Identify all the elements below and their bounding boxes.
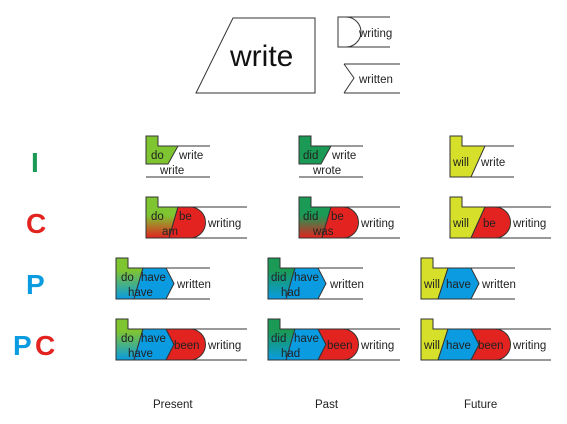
result-word: have (128, 287, 153, 299)
column-label-past: Past (315, 399, 339, 411)
verb-word: writing (360, 340, 394, 352)
verb-word: writing (207, 218, 241, 230)
verb-word: written (481, 279, 516, 291)
been-word: been (174, 340, 200, 352)
continuous-form-label: writing (358, 28, 392, 40)
cell-perfect-continuous-future: will have been writing (420, 318, 551, 361)
result-word: wrote (312, 165, 341, 177)
been-word: been (478, 340, 504, 352)
aux-word: will (423, 279, 440, 291)
row-label-perfect-continuous-c: C (35, 330, 55, 361)
have-word: have (141, 333, 166, 345)
aux-word: did (271, 272, 286, 284)
been-word: been (327, 340, 353, 352)
cell-perfect-continuous-present: do have have been writing (115, 318, 247, 361)
aux-word: did (303, 211, 318, 223)
cell-continuous-past: did be was writing (298, 196, 400, 239)
aux-word: will (452, 218, 469, 230)
cell-simple-past: did write wrote (298, 135, 363, 178)
base-verb-block: write (195, 17, 316, 94)
row-label-continuous: C (26, 208, 46, 239)
cell-perfect-continuous-past: did have had been writing (267, 318, 400, 361)
participle-form-label: written (358, 74, 393, 86)
result-word: write (159, 165, 184, 177)
row-label-perfect-continuous-p: P (13, 330, 32, 361)
column-label-future: Future (464, 399, 497, 411)
verb-word: written (176, 279, 211, 291)
verb-word: write (331, 150, 356, 162)
aux-word: do (151, 211, 164, 223)
result-word: was (312, 226, 334, 238)
base-verb: write (229, 40, 293, 73)
continuous-form-key: writing (337, 16, 392, 48)
row-label-simple: I (31, 147, 39, 178)
be-word: be (331, 211, 344, 223)
verb-word: writing (207, 340, 241, 352)
verb-word: writing (512, 218, 546, 230)
have-word: have (294, 333, 319, 345)
cell-continuous-future: will be writing (449, 196, 551, 239)
be-word: be (179, 211, 192, 223)
have-word: have (446, 279, 471, 291)
result-word: had (281, 287, 300, 299)
result-word: have (128, 348, 153, 360)
verb-word: writing (360, 218, 394, 230)
have-word: have (446, 340, 471, 352)
cell-perfect-past: did have had written (267, 257, 364, 300)
cell-perfect-future: will have written (420, 257, 516, 300)
verb-word: write (178, 150, 203, 162)
aux-word: did (303, 150, 318, 162)
verb-word: write (480, 157, 505, 169)
cell-perfect-present: do have have written (115, 257, 211, 300)
column-label-present: Present (153, 399, 193, 411)
verb-word: written (329, 279, 364, 291)
aux-word: do (121, 333, 134, 345)
row-label-perfect: P (26, 269, 45, 300)
have-word: have (294, 272, 319, 284)
cell-continuous-present: do be am writing (145, 196, 247, 239)
be-word: be (483, 218, 496, 230)
participle-form-key: written (343, 63, 400, 94)
cell-simple-future: will write (449, 135, 514, 178)
aux-word: will (452, 157, 469, 169)
have-word: have (141, 272, 166, 284)
result-word: had (281, 348, 300, 360)
aux-word: will (423, 340, 440, 352)
cell-simple-present: do write write (145, 135, 210, 178)
aux-word: do (151, 150, 164, 162)
verb-word: writing (512, 340, 546, 352)
result-word: am (162, 226, 178, 238)
aux-word: do (121, 272, 134, 284)
aux-word: did (271, 333, 286, 345)
